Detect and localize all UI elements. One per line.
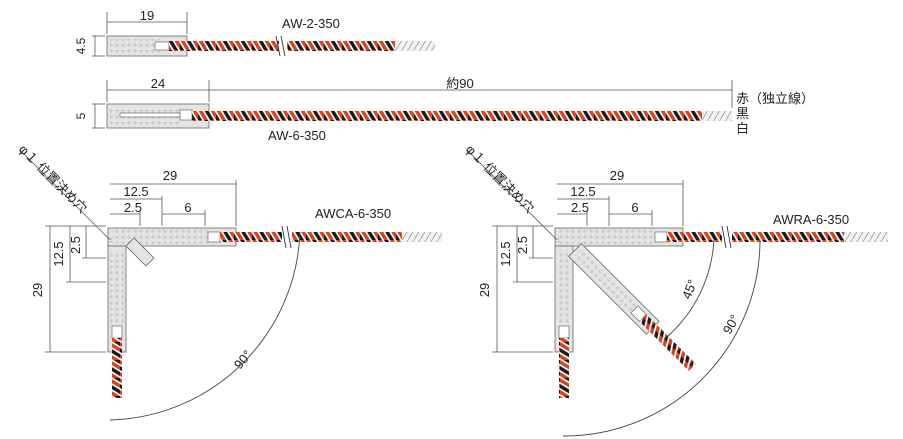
angle-90: 90° [720,312,743,337]
dim-29-vertical: 29 [30,283,45,297]
hole-pattern [557,250,571,326]
angle-arc-45 [667,239,715,337]
lead-wire [287,41,395,51]
aw-6-350-gauge: 24 約90 5 AW-6-350 赤（独立線） 黒 白 [74,76,814,143]
hole-pattern [110,39,160,53]
break-mark [280,35,286,57]
dim-2-5-horizontal: 2.5 [571,200,589,215]
awca-6-350-rosette: φ１ 位置決め穴 29 12.5 2.5 6 29 12.5 2.5 90° A… [16,142,442,421]
angle-90: 90° [231,347,255,372]
solder-tab [111,325,123,339]
dim-lead: 約90 [446,76,473,91]
lead-wire [169,41,279,51]
dim-6: 6 [631,200,638,215]
hole-note: φ１ 位置決め穴 [463,142,537,216]
lead-wire [192,111,702,121]
hole-pattern [112,230,208,244]
wire-legend-black: 黒 [736,106,749,121]
dim-2-5-horizontal: 2.5 [124,200,142,215]
dim-width: 5 [74,112,88,119]
stripped-ends [402,232,442,242]
lead-wire [667,232,722,242]
dim-29-horizontal: 29 [163,168,177,183]
model-label: AWRA-6-350 [773,212,849,227]
solder-tab [558,325,570,339]
model-label: AW-2-350 [282,16,340,31]
lead-wire [220,232,282,242]
hole-pattern [110,250,124,326]
model-label: AW-6-350 [268,128,326,143]
aw-2-350-gauge: 19 4.5 AW-2-350 [74,8,435,57]
dim-12-5-horizontal: 12.5 [123,184,148,199]
dim-29-horizontal: 29 [610,168,624,183]
dim-29-vertical: 29 [477,283,492,297]
dim-length: 19 [140,8,154,23]
dim-2-5-vertical: 2.5 [68,236,83,254]
dim-12-5-vertical: 12.5 [498,241,513,266]
lead-wire [639,314,696,371]
dim-12-5-vertical: 12.5 [51,241,66,266]
angle-arc-90 [562,239,761,437]
angle-arc-90 [109,231,301,421]
lead-wire [292,232,402,242]
solder-tab [154,41,170,51]
diagonal-arm [568,243,696,371]
solder-tab [179,109,193,121]
dim-2-5-vertical: 2.5 [515,236,530,254]
break-mark [275,35,281,57]
wire-legend-red: 赤（独立線） [736,91,814,106]
dim-12-5-horizontal: 12.5 [570,184,595,199]
stripped-ends [844,232,888,242]
stripped-ends [702,111,732,121]
hole-note: φ１ 位置決め穴 [16,142,90,216]
diagonal-stub [125,237,155,267]
lead-wire [559,338,569,398]
dim-length: 24 [151,76,165,91]
dim-6: 6 [184,200,191,215]
awra-6-350-rosette: φ１ 位置決め穴 29 12.5 2.5 6 29 12.5 2.5 45° 9… [463,142,888,437]
model-label: AWCA-6-350 [315,206,391,221]
solder-tab [654,231,668,243]
grid-element [119,112,181,118]
angle-45: 45° [679,277,700,301]
hole-pattern [559,230,655,244]
solder-tab [207,231,221,243]
wire-legend-white: 白 [736,121,749,136]
dim-width: 4.5 [74,37,88,54]
hole-leader [466,149,558,241]
stripped-ends [395,41,435,51]
hole-leader [19,149,111,241]
lead-wire [732,232,844,242]
lead-wire [112,338,122,398]
